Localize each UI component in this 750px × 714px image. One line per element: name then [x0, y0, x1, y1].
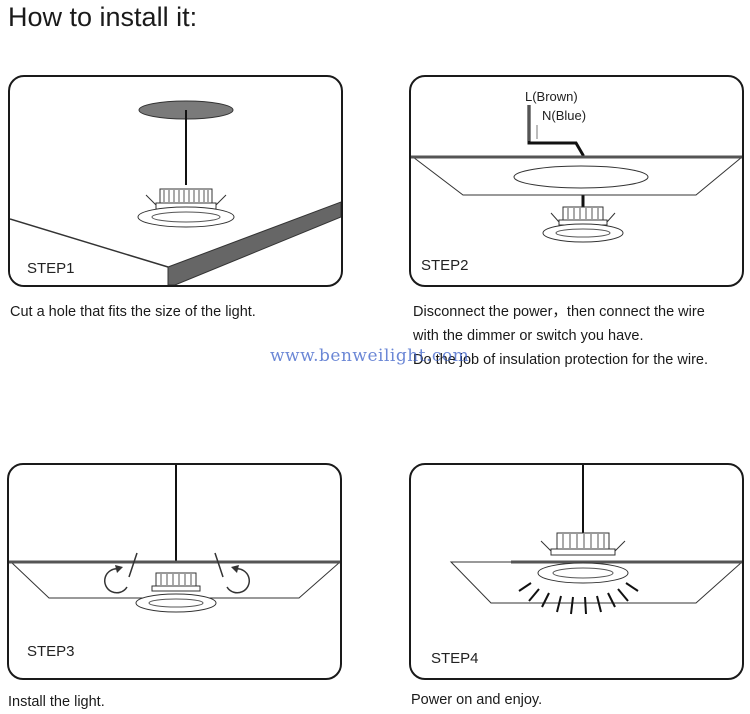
page-title: How to install it:	[8, 2, 198, 32]
step4-panel: STEP4	[409, 463, 744, 680]
wire-label-neutral: N(Blue)	[542, 108, 586, 123]
watermark: www.benweilight.com	[270, 346, 470, 366]
downlight-fixture	[137, 188, 235, 228]
step3-illustration	[9, 465, 340, 613]
step3-panel: STEP3	[7, 463, 342, 680]
step4-label: STEP4	[431, 650, 479, 667]
step3-label: STEP3	[27, 643, 75, 660]
downlight-fixture	[537, 532, 629, 584]
step4-caption: Power on and enjoy.	[411, 688, 542, 712]
wire-label-live: L(Brown)	[525, 89, 578, 104]
light-rays	[518, 582, 639, 615]
step3-caption-line: Install the light.	[8, 694, 105, 710]
step1-illustration	[10, 100, 341, 285]
step2-illustration: L(Brown) N(Blue)	[411, 89, 742, 243]
step1-caption-line: Cut a hole that fits the size of the lig…	[10, 304, 256, 320]
step4-caption-line: Power on and enjoy.	[411, 692, 543, 708]
step2-label: STEP2	[421, 257, 469, 274]
downlight-fixture	[135, 572, 217, 613]
step1-label: STEP1	[27, 260, 75, 277]
step2-panel: L(Brown) N(Blue) STEP2	[409, 75, 744, 287]
step3-caption: Install the light.	[8, 690, 105, 714]
step2-caption-line: with the dimmer or switch you have.	[413, 328, 644, 344]
downlight-fixture	[542, 206, 624, 243]
step1-panel: STEP1	[8, 75, 343, 287]
step2-caption-line: Disconnect the power，then connect the wi…	[413, 304, 705, 320]
step1-caption: Cut a hole that fits the size of the lig…	[10, 300, 256, 324]
step4-illustration	[449, 465, 742, 615]
step2-caption: Disconnect the power，then connect the wi…	[413, 300, 708, 372]
step2-caption-line: Do the job of insulation protection for …	[413, 352, 708, 368]
